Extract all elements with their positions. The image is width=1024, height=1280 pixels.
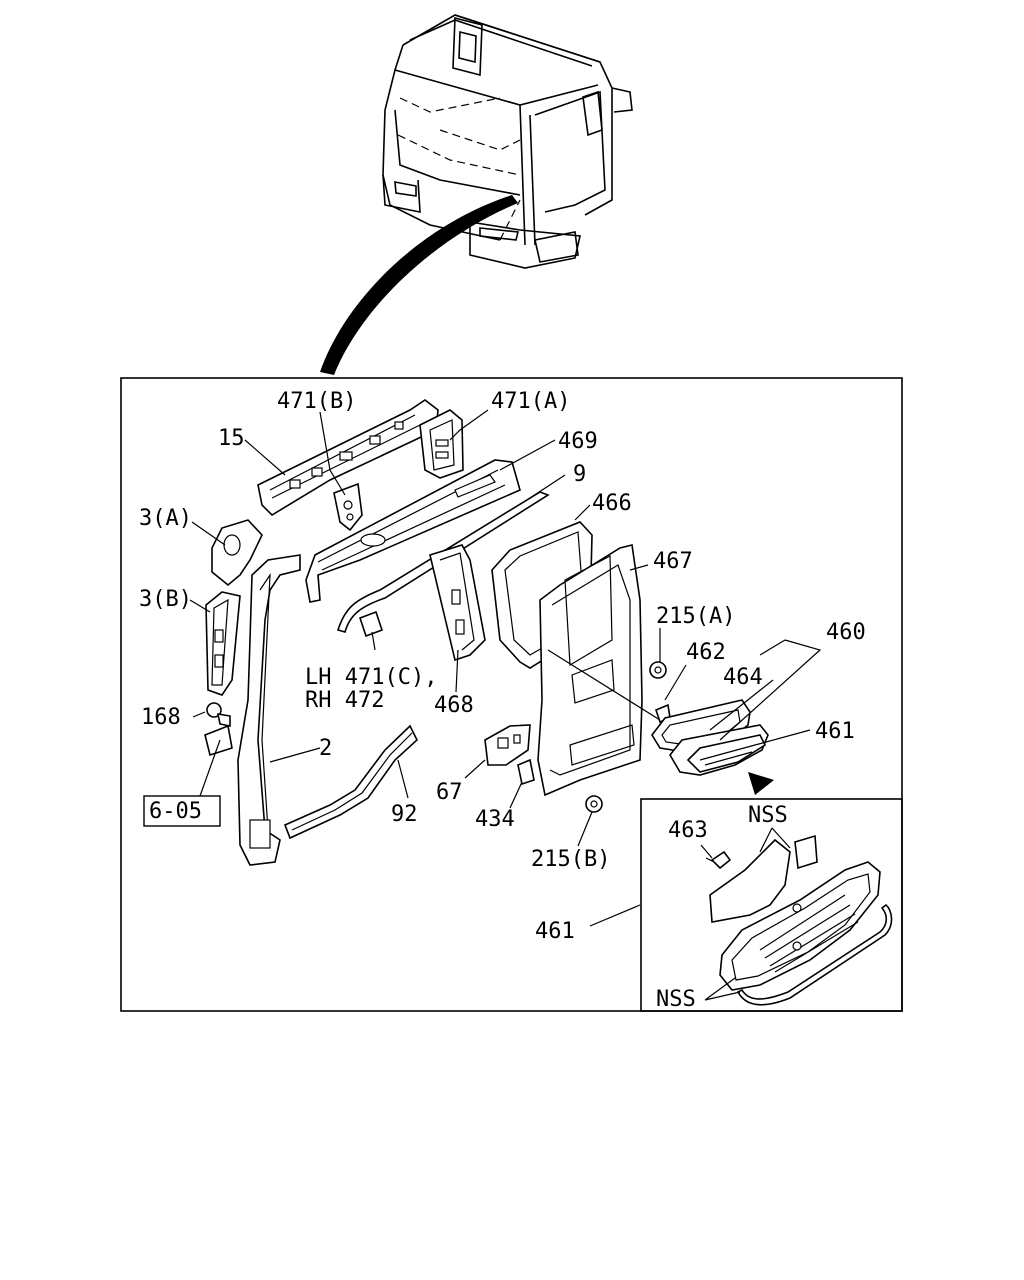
leader-lines [189, 409, 822, 847]
label-469: 469 [558, 429, 598, 454]
part-468-pillar [429, 544, 486, 662]
part-9-weatherstrip [336, 491, 550, 633]
part-15-roof-rail [257, 399, 439, 517]
part-471b-bracket [333, 482, 363, 532]
label-3b: 3(B) [139, 587, 192, 612]
label-464: 464 [723, 665, 763, 690]
detail-leader-lines [589, 827, 791, 1001]
part-471a-bracket [419, 409, 464, 479]
part-469-header-panel [305, 459, 521, 603]
exploded-view-frame [120, 377, 903, 1012]
label-2: 2 [319, 736, 332, 761]
label-3a: 3(A) [139, 506, 192, 531]
part-168-clip [206, 702, 231, 727]
label-463: 463 [668, 818, 708, 843]
label-460: 460 [826, 620, 866, 645]
label-434: 434 [475, 807, 515, 832]
label-466: 466 [592, 491, 632, 516]
label-215b: 215(B) [531, 847, 610, 872]
detail-frame [640, 798, 903, 1012]
label-468: 468 [434, 693, 474, 718]
part-2-pillar [237, 554, 301, 866]
detail-connector-arc [320, 195, 518, 375]
part-467-rear-panel [537, 544, 643, 797]
cab-overview-drawing [382, 14, 633, 269]
detail-arrow [748, 772, 774, 795]
label-6-05: 6-05 [149, 799, 202, 824]
label-461-detail: 461 [535, 919, 575, 944]
label-15: 15 [218, 426, 245, 451]
part-3a-corner-piece [211, 519, 263, 587]
detail-vent-drawing [705, 834, 893, 1006]
part-92-rocker-panel [283, 724, 418, 840]
label-215a: 215(A) [656, 604, 735, 629]
label-471a: 471(A) [491, 389, 570, 414]
label-nss-top: NSS [748, 803, 788, 828]
label-9: 9 [573, 462, 586, 487]
reference-box-6-05 [143, 795, 221, 827]
label-471b: 471(B) [277, 389, 356, 414]
part-434-clip [517, 758, 535, 786]
label-67: 67 [436, 780, 463, 805]
part-461-vent-assembly [669, 724, 769, 776]
label-467: 467 [653, 549, 693, 574]
label-168: 168 [141, 705, 181, 730]
label-462: 462 [686, 640, 726, 665]
label-nss-bottom: NSS [656, 987, 696, 1012]
label-lh-471c: LH 471(C), [305, 665, 437, 690]
part-215b-nut [585, 795, 603, 813]
part-67-bracket [484, 724, 531, 766]
part-471c-bracket [358, 610, 384, 638]
label-92: 92 [391, 802, 418, 827]
label-461: 461 [815, 719, 855, 744]
part-215a-nut [649, 661, 667, 679]
part-3b-pillar-trim [205, 591, 241, 696]
label-rh-472: RH 472 [305, 688, 384, 713]
